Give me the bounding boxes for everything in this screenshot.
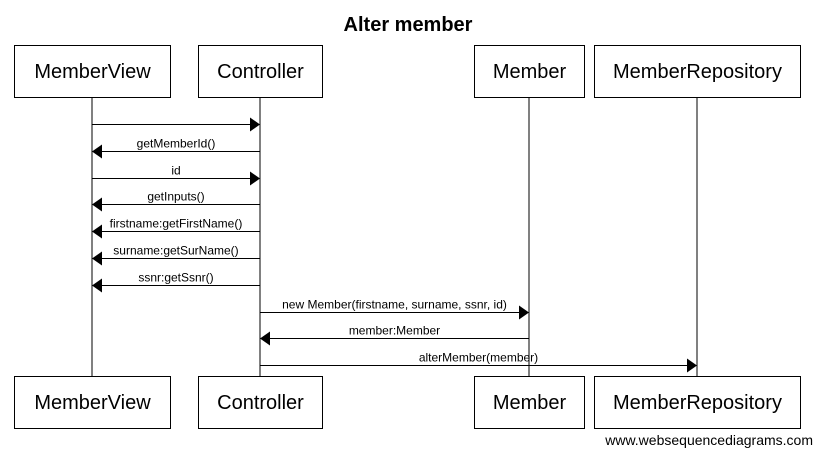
participant-box-top-repo: MemberRepository	[594, 45, 801, 98]
message-label: getInputs()	[147, 190, 204, 204]
arrowhead	[92, 224, 102, 239]
arrowhead	[92, 278, 102, 293]
message-5: firstname:getFirstName()	[92, 217, 260, 239]
watermark-text: www.websequencediagrams.com	[604, 432, 813, 448]
arrowhead	[92, 197, 102, 212]
participant-label: Member	[493, 61, 567, 83]
message-8: new Member(firstname, surname, ssnr, id)	[260, 298, 529, 320]
participant-label: MemberView	[34, 61, 151, 83]
top-participant-boxes: MemberView Controller Member MemberReposito…	[14, 45, 801, 98]
participant-label: Controller	[217, 392, 304, 414]
arrowhead	[250, 117, 260, 132]
participant-rect	[474, 376, 585, 429]
message-label: new Member(firstname, surname, ssnr, id)	[282, 298, 507, 312]
participant-rect	[594, 45, 801, 98]
participant-box-bottom-repo: MemberRepository	[594, 376, 801, 429]
bottom-participant-boxes: MemberView Controller Member MemberReposito…	[14, 376, 801, 429]
participant-rect	[594, 376, 801, 429]
message-1	[92, 117, 260, 132]
message-3: id	[92, 164, 260, 186]
arrowhead	[92, 144, 102, 159]
participant-label: Controller	[217, 61, 304, 83]
diagram-title: Alter member	[344, 14, 473, 36]
participant-label: MemberRepository	[613, 61, 782, 83]
arrowhead	[687, 358, 697, 373]
participant-box-top-ctrl: Controller	[198, 45, 323, 98]
message-4: getInputs()	[92, 190, 260, 212]
message-label: alterMember(member)	[419, 351, 538, 365]
participant-box-top-member: Member	[474, 45, 585, 98]
message-2: getMemberId()	[92, 137, 260, 159]
arrowhead	[250, 171, 260, 186]
message-6: surname:getSurName()	[92, 244, 260, 266]
message-label: firstname:getFirstName()	[110, 217, 243, 231]
participant-box-bottom-member: Member	[474, 376, 585, 429]
arrowhead	[519, 305, 529, 320]
message-label: member:Member	[349, 324, 440, 338]
lifelines	[91, 97, 698, 376]
participant-rect	[474, 45, 585, 98]
message-label: id	[171, 164, 180, 178]
message-10: alterMember(member)	[260, 351, 697, 373]
participant-rect	[14, 376, 171, 429]
participant-box-bottom-ctrl: Controller	[198, 376, 323, 429]
message-label: surname:getSurName()	[113, 244, 238, 258]
message-label: ssnr:getSsnr()	[138, 271, 213, 285]
message-9: member:Member	[260, 324, 529, 346]
arrowhead	[92, 251, 102, 266]
participant-label: MemberRepository	[613, 392, 782, 414]
participant-label: MemberView	[34, 392, 151, 414]
messages: getMemberId() id getInputs() firstname:getF…	[92, 117, 697, 373]
message-label: getMemberId()	[137, 137, 216, 151]
participant-rect	[14, 45, 171, 98]
participant-label: Member	[493, 392, 567, 414]
participant-rect	[198, 45, 323, 98]
arrowhead	[260, 331, 270, 346]
participant-rect	[198, 376, 323, 429]
participant-box-top-view: MemberView	[14, 45, 171, 98]
message-7: ssnr:getSsnr()	[92, 271, 260, 293]
participant-box-bottom-view: MemberView	[14, 376, 171, 429]
